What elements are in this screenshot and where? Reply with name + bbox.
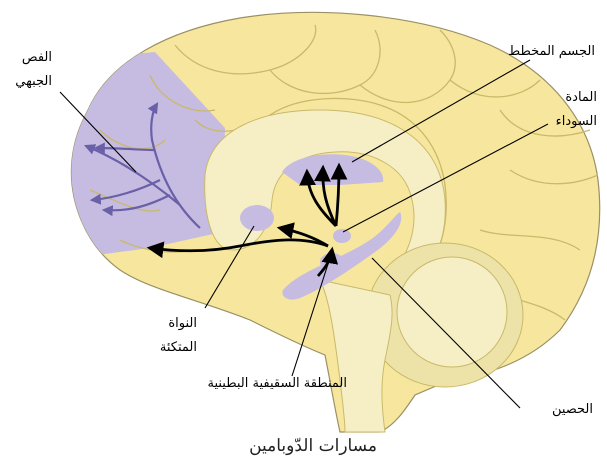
label-vta-text: المنطقة السقيفية البطينية [207, 372, 347, 396]
label-substantia-nigra: المادة السوداء [556, 86, 597, 134]
label-striatum-text: الجسم المخطط [508, 40, 595, 64]
label-nucleus-accumbens-line2: المتكئة [160, 336, 197, 360]
label-nucleus-accumbens: النواة المتكئة [160, 312, 197, 360]
label-hippocampus: الحصين [552, 398, 593, 422]
label-vta: المنطقة السقيفية البطينية [207, 372, 347, 396]
label-frontal-lobe: الفص الجبهي [15, 46, 52, 94]
cerebellum-inner [397, 257, 507, 367]
label-hippocampus-text: الحصين [552, 398, 593, 422]
label-substantia-nigra-line1: المادة [556, 86, 597, 110]
diagram-caption: مسارات الدّوبامين [249, 436, 377, 456]
label-striatum: الجسم المخطط [508, 40, 595, 64]
label-nucleus-accumbens-line1: النواة [160, 312, 197, 336]
label-frontal-lobe-line2: الجبهي [15, 70, 52, 94]
label-substantia-nigra-line2: السوداء [556, 110, 597, 134]
label-frontal-lobe-line1: الفص [15, 46, 52, 70]
nucleus-accumbens-region [240, 205, 274, 231]
substantia-nigra-region [333, 229, 351, 243]
